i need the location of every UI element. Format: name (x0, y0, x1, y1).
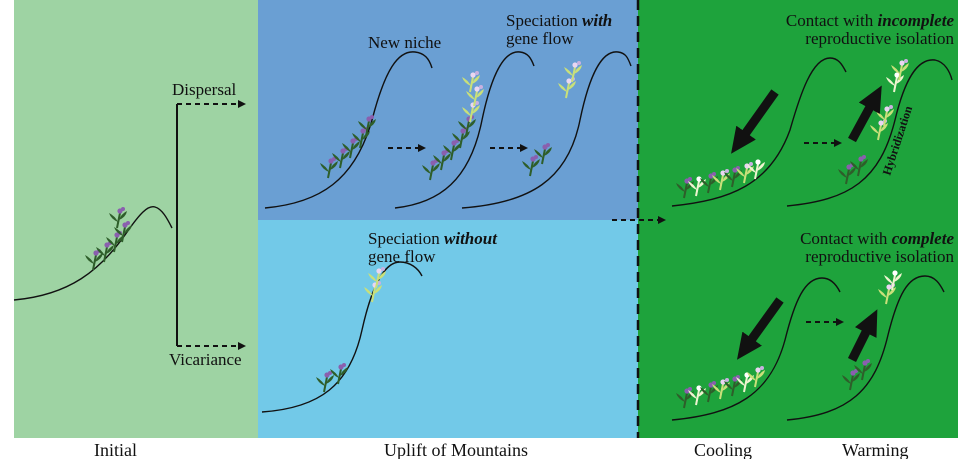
cooling-mountain-top (671, 57, 847, 207)
stage-warming-label: Warming (842, 440, 909, 459)
speciation-without-label-line2: gene flow (368, 247, 436, 266)
speciation-without-label-line1: Speciation without (368, 229, 498, 248)
initial-mountain (13, 206, 173, 301)
contact-incomplete-label-line2: reproductive isolation (805, 29, 954, 48)
contact-complete-label-line1: Contact with complete (800, 229, 954, 248)
vicariance-panel (258, 220, 638, 438)
cooling-big-arrow-bottom (736, 297, 784, 360)
dispersal-panel (258, 0, 638, 220)
contact-complete-label-line2: reproductive isolation (805, 247, 954, 266)
cooling-big-arrow-top (731, 89, 779, 154)
warming-mountain-bottom (786, 275, 945, 421)
warming-big-arrow-top (848, 85, 882, 143)
dispersal-mountain-1 (264, 51, 433, 209)
stage-cooling-label: Cooling (694, 440, 752, 459)
new-niche-label: New niche (368, 33, 441, 52)
warming-mountain-top (786, 59, 953, 207)
dispersal-mountain-3 (461, 51, 632, 209)
climate-panel (638, 0, 958, 438)
vicariance-mountain (261, 261, 423, 413)
stage-initial-label: Initial (94, 440, 137, 459)
warming-big-arrow-bottom (847, 309, 878, 363)
speciation-with-label-line2: gene flow (506, 29, 574, 48)
dispersal-mountain-2 (394, 51, 535, 209)
speciation-with-label-line1: Speciation with (506, 11, 612, 30)
dispersal-label: Dispersal (172, 80, 236, 99)
contact-incomplete-label-line1: Contact with incomplete (786, 11, 955, 30)
vicariance-label: Vicariance (169, 350, 242, 369)
cooling-mountain-bottom (671, 277, 841, 421)
stage-uplift-label: Uplift of Mountains (384, 440, 528, 459)
